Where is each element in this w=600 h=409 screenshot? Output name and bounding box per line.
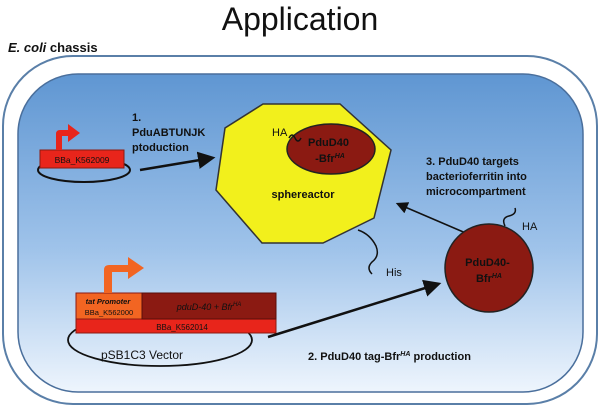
gene-label-main: pduD-40 + Bfr (176, 302, 234, 312)
his-tag-squiggle (357, 229, 379, 275)
free-protein-line2-sup: HA (492, 273, 502, 280)
plasmid-bottom-part-label: BBa_K562014 (156, 323, 208, 332)
step2-text-main: 2. PduD40 tag-Bfr (308, 351, 401, 363)
sphereactor-cargo-line1: PduD40 (308, 137, 349, 149)
his-tag-label: His (386, 267, 402, 279)
sphereactor-cargo-line2: -Bfr (315, 153, 335, 165)
free-protein-line1: PduD40- (465, 257, 510, 269)
sphereactor-ha-tag: HA (272, 127, 288, 139)
sphereactor-ha-tag-squiggle (288, 134, 302, 142)
step3-line3: microcompartment (426, 186, 526, 198)
sphereactor-cargo-protein (286, 123, 376, 175)
plasmid-top-part (39, 149, 125, 169)
tat-promoter-line1: tat Promoter (86, 297, 132, 306)
chassis-label-rest: chassis (46, 40, 97, 55)
vector-label: pSB1C3 Vector (101, 348, 183, 362)
free-protein-label: PduD40- BfrHA (465, 257, 513, 285)
gene-label: pduD-40 + BfrHA (176, 302, 242, 312)
free-protein-line2: Bfr (476, 273, 493, 285)
step1-label: 1. PduABTUNJK ptoduction (132, 112, 208, 154)
step1-line1: 1. (132, 112, 141, 124)
step1-arrow (139, 151, 216, 172)
chassis-label-italic: E. coli (8, 40, 47, 55)
page-title: Application (222, 1, 379, 37)
gene-label-sup: HA (233, 302, 241, 308)
plasmid-top-part-label: BBa_K562009 (55, 155, 110, 165)
step1-line3: ptoduction (132, 142, 189, 154)
free-protein-ha-squiggle (502, 207, 517, 227)
step3-line2: bacterioferritin into (426, 171, 527, 183)
tat-promoter-label: tat Promoter BBa_K562000 (85, 297, 133, 317)
step3-line1: 3. PduD40 targets (426, 156, 519, 168)
free-protein-circle (444, 223, 534, 313)
step3-arrow (395, 202, 469, 235)
promoter-arrow-bottom-icon (104, 257, 144, 293)
sphereactor-cargo-line2-sup: HA (335, 153, 345, 160)
step2-arrow (267, 279, 442, 339)
free-protein-ha-tag: HA (522, 221, 538, 233)
sphereactor-cargo-label: PduD40 -BfrHA (308, 137, 352, 165)
promoter-arrow-top-icon (56, 124, 80, 150)
step2-text-tail: production (410, 351, 471, 363)
step3-label: 3. PduD40 targets bacterioferritin into … (426, 156, 530, 198)
tat-promoter-block (75, 292, 143, 320)
step1-line2: PduABTUNJK (132, 127, 205, 139)
chassis-label: E. coli chassis (8, 40, 98, 55)
gene-block (141, 292, 277, 320)
tat-promoter-line2: BBa_K562000 (85, 308, 133, 317)
step2-label: 2. PduD40 tag-BfrHA production (308, 351, 471, 363)
step2-text-sup: HA (400, 351, 410, 358)
sphereactor-label: sphereactor (272, 189, 336, 201)
